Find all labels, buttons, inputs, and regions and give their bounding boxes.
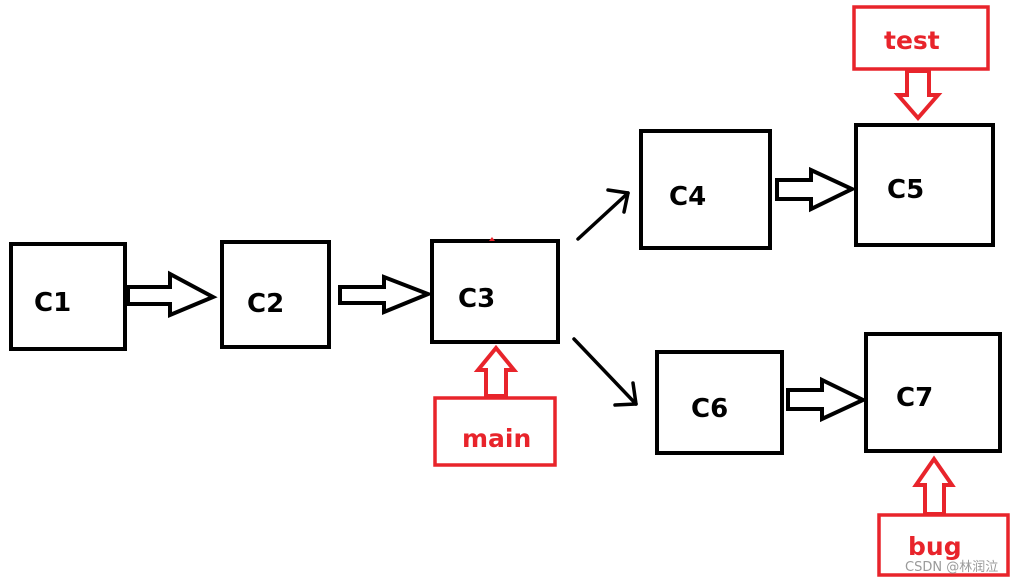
pointer-main-label: main	[462, 424, 531, 453]
node-c1: C1	[9, 242, 127, 351]
node-c3-label: C3	[458, 284, 495, 314]
node-c6: C6	[655, 350, 784, 455]
edge-c6-c7-arrow	[786, 376, 868, 423]
node-c7-label: C7	[896, 383, 933, 413]
pointer-test-arrow	[893, 69, 943, 122]
node-c5: C5	[854, 123, 995, 247]
node-c4-label: C4	[669, 182, 706, 212]
edge-c1-c2-arrow	[126, 270, 218, 319]
node-c5-label: C5	[887, 175, 924, 205]
pointer-bug: bug	[877, 513, 1010, 577]
edge-c3-c6-arrow	[572, 337, 638, 407]
node-c2-label: C2	[247, 289, 284, 319]
red-mark	[489, 237, 495, 241]
watermark-text: CSDN @林润泣	[905, 560, 998, 575]
node-c4: C4	[639, 129, 772, 250]
pointer-main-arrow	[473, 344, 519, 398]
edge-c4-c5-arrow	[775, 166, 857, 213]
node-c2: C2	[220, 240, 331, 349]
pointer-test-label: test	[884, 26, 940, 55]
node-c1-label: C1	[34, 288, 71, 318]
pointer-test: test	[852, 5, 990, 71]
node-c6-label: C6	[691, 394, 728, 424]
pointer-bug-label: bug	[908, 532, 962, 561]
pointer-main: main	[433, 396, 557, 467]
pointer-bug-arrow	[912, 455, 956, 516]
edge-c3-c4-arrow	[576, 188, 630, 241]
edge-c2-c3-arrow	[338, 274, 434, 315]
node-c7: C7	[864, 332, 1002, 453]
node-c3: C3	[430, 239, 560, 344]
